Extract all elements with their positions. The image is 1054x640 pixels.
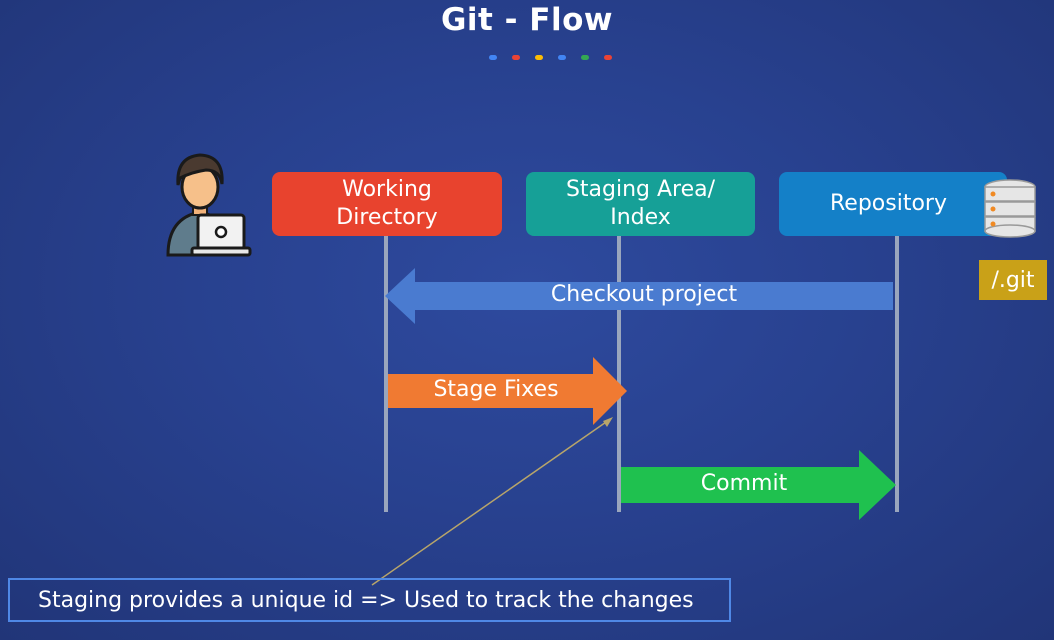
page-title: Git - Flow bbox=[440, 2, 614, 38]
title-dot bbox=[604, 55, 612, 60]
working-directory-label-line2: Directory bbox=[336, 205, 438, 230]
staging-note-text: Staging provides a unique id => Used to … bbox=[38, 587, 694, 613]
repository-lifeline bbox=[895, 236, 899, 512]
repository-label: Repository bbox=[830, 191, 947, 216]
stage-fixes-arrow-label: Stage Fixes bbox=[433, 377, 559, 402]
stage-fixes-arrow bbox=[388, 357, 627, 425]
commit-arrow bbox=[621, 450, 896, 520]
staging-area-label-line2: Index bbox=[610, 205, 671, 230]
working-directory-label-line1: Working bbox=[342, 177, 432, 202]
working-directory-lifeline bbox=[384, 236, 388, 512]
git-folder-tag: /.git bbox=[979, 260, 1047, 300]
title-dot bbox=[489, 55, 497, 60]
title-dot bbox=[581, 55, 589, 60]
title-dot bbox=[512, 55, 520, 60]
repository-box: Repository bbox=[779, 172, 1007, 236]
checkout-arrow bbox=[385, 268, 893, 324]
staging-area-label-line1: Staging Area/ bbox=[565, 177, 716, 202]
checkout-arrow-label: Checkout project bbox=[550, 282, 738, 307]
note-pointer-arrowhead bbox=[603, 417, 613, 427]
title-dot bbox=[558, 55, 566, 60]
note-pointer-line bbox=[371, 419, 610, 586]
staging-area-lifeline bbox=[617, 236, 621, 512]
staging-area-box: Staging Area/ Index bbox=[526, 172, 755, 236]
title-dot bbox=[535, 55, 543, 60]
staging-note-box: Staging provides a unique id => Used to … bbox=[8, 578, 731, 622]
working-directory-box: Working Directory bbox=[272, 172, 502, 236]
commit-arrow-label: Commit bbox=[700, 471, 788, 496]
